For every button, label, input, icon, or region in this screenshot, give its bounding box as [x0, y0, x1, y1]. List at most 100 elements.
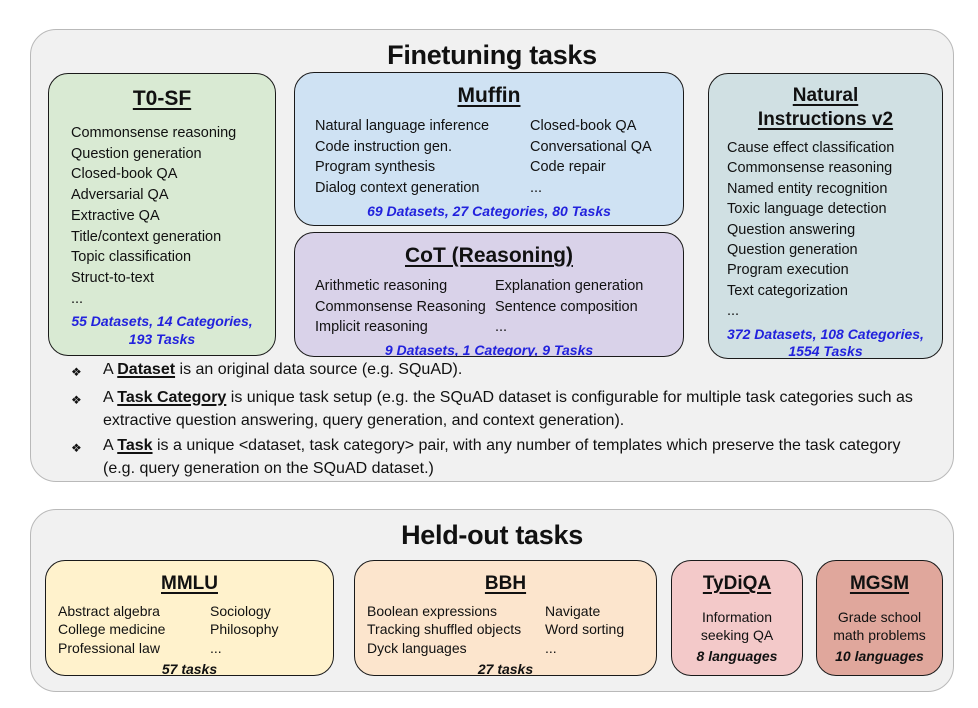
diamond-bullet-icon: ❖: [71, 365, 82, 379]
ellipsis-item: ...: [210, 639, 222, 656]
task-definition-note: ❖ A Task is a unique <dataset, task cate…: [71, 434, 927, 481]
diamond-bullet-icon: ❖: [71, 440, 82, 455]
task-category-item: Code repair: [530, 159, 606, 176]
task-category-item: Question answering: [727, 221, 856, 238]
task-item: Sociology: [210, 603, 271, 619]
task-category-item: Named entity recognition: [727, 180, 888, 197]
bbh-task-list-right: Navigate Word sorting ...: [545, 602, 644, 657]
note-text: A Task is a unique <dataset, task catego…: [103, 436, 901, 478]
note-text: A Task Category is unique task setup (e.…: [103, 388, 913, 430]
task-category-item: Cause effect classification: [727, 140, 895, 156]
task-category-item: Program synthesis: [315, 159, 436, 176]
mgsm-box: MGSM Grade school math problems 10 langu…: [816, 560, 943, 676]
task-item: Dyck languages: [367, 639, 467, 656]
ellipsis-item: ...: [727, 303, 740, 320]
t0sf-box: T0-SF Commonsense reasoning Question gen…: [48, 73, 276, 356]
niv2-task-list: Cause effect classification Commonsense …: [709, 138, 942, 322]
cot-task-list-right: Explanation generation Sentence composit…: [495, 276, 663, 338]
task-category-item: Dialog context generation: [315, 180, 480, 197]
task-category-item: Code instruction gen.: [315, 138, 453, 155]
task-category-item: Conversational QA: [530, 138, 652, 155]
mgsm-stats: 10 languages: [835, 648, 924, 664]
task-category-item: Topic classification: [71, 249, 192, 266]
muffin-task-columns: Natural language inference Code instruct…: [295, 116, 683, 199]
task-category-item: Title/context generation: [71, 228, 222, 245]
note-term: Task Category: [117, 388, 227, 406]
dataset-definition-note: ❖ A Dataset is an original data source (…: [71, 358, 927, 385]
task-category-item: Commonsense Reasoning: [315, 298, 486, 315]
task-category-item: Extractive QA: [71, 207, 160, 224]
task-category-item: Adversarial QA: [71, 187, 169, 204]
task-category-item: Natural language inference: [315, 118, 490, 134]
t0sf-stats: 55 Datasets, 14 Categories, 193 Tasks: [71, 313, 253, 347]
tydiqa-description: Information seeking QA: [700, 609, 774, 643]
ellipsis-item: ...: [495, 319, 508, 336]
cot-box: CoT (Reasoning) Arithmetic reasoning Com…: [294, 232, 684, 357]
muffin-box: Muffin Natural language inference Code i…: [294, 72, 684, 226]
definition-notes: ❖ A Dataset is an original data source (…: [31, 358, 953, 482]
task-item: Abstract algebra: [58, 603, 160, 619]
muffin-task-list-right: Closed-book QA Conversational QA Code re…: [530, 116, 663, 199]
task-item: Navigate: [545, 603, 601, 619]
mmlu-task-list-right: Sociology Philosophy ...: [210, 602, 321, 657]
task-item: Word sorting: [545, 621, 625, 638]
task-category-item: Struct-to-text: [71, 269, 154, 286]
cot-task-list-left: Arithmetic reasoning Commonsense Reasoni…: [315, 276, 495, 338]
note-text: A Dataset is an original data source (e.…: [103, 361, 463, 378]
natural-instructions-v2-box: Natural Instructions v2 Cause effect cla…: [708, 73, 943, 359]
task-category-item: Commonsense reasoning: [71, 125, 237, 141]
task-item: Tracking shuffled objects: [367, 621, 522, 638]
task-item: Professional law: [58, 639, 160, 656]
mgsm-description: Grade school math problems: [833, 609, 926, 643]
niv2-title: Natural Instructions v2: [757, 85, 894, 130]
task-category-item: Arithmetic reasoning: [315, 278, 448, 294]
task-category-item: Commonsense reasoning: [727, 160, 893, 177]
note-term: Task: [117, 436, 153, 454]
mmlu-title: MMLU: [161, 573, 218, 594]
bbh-task-columns: Boolean expressions Tracking shuffled ob…: [355, 602, 656, 657]
ellipsis-item: ...: [71, 290, 84, 307]
task-item: Boolean expressions: [367, 603, 497, 619]
tydiqa-title: TyDiQA: [702, 573, 772, 594]
mmlu-box: MMLU Abstract algebra College medicine P…: [45, 560, 334, 676]
mmlu-task-columns: Abstract algebra College medicine Profes…: [46, 602, 333, 657]
cot-title: CoT (Reasoning): [405, 244, 573, 267]
cot-stats: 9 Datasets, 1 Category, 9 Tasks: [384, 342, 594, 357]
task-category-item: Explanation generation: [495, 278, 644, 294]
task-category-definition-note: ❖ A Task Category is unique task setup (…: [71, 386, 927, 433]
task-category-item: Implicit reasoning: [315, 319, 428, 336]
t0sf-title: T0-SF: [132, 87, 192, 110]
task-category-item: Closed-book QA: [530, 118, 637, 134]
task-category-item: Question generation: [727, 242, 858, 259]
task-category-item: Closed-book QA: [71, 166, 178, 183]
note-term: Dataset: [117, 361, 176, 378]
t0sf-task-list: Commonsense reasoning Question generatio…: [49, 123, 275, 309]
diamond-bullet-icon: ❖: [71, 392, 82, 407]
bbh-title: BBH: [484, 573, 527, 594]
task-item: College medicine: [58, 621, 166, 638]
tydiqa-stats: 8 languages: [696, 648, 778, 664]
muffin-title: Muffin: [457, 84, 521, 107]
heldout-tasks-panel: Held-out tasks MMLU Abstract algebra Col…: [30, 509, 954, 692]
tydiqa-box: TyDiQA Information seeking QA 8 language…: [671, 560, 803, 676]
mmlu-stats: 57 tasks: [161, 660, 218, 676]
mmlu-task-list-left: Abstract algebra College medicine Profes…: [58, 602, 210, 657]
task-category-item: Program execution: [727, 262, 849, 279]
cot-task-columns: Arithmetic reasoning Commonsense Reasoni…: [295, 276, 683, 338]
task-item: Philosophy: [210, 621, 279, 638]
bbh-stats: 27 tasks: [477, 660, 534, 676]
task-category-item: Toxic language detection: [727, 201, 887, 218]
muffin-stats: 69 Datasets, 27 Categories, 80 Tasks: [367, 202, 611, 219]
niv2-stats: 372 Datasets, 108 Categories, 1554 Tasks: [727, 325, 924, 359]
ellipsis-item: ...: [545, 639, 557, 656]
bbh-task-list-left: Boolean expressions Tracking shuffled ob…: [367, 602, 545, 657]
muffin-task-list-left: Natural language inference Code instruct…: [315, 116, 530, 199]
task-category-item: Text categorization: [727, 282, 848, 299]
finetuning-tasks-panel: Finetuning tasks T0-SF Commonsense reaso…: [30, 29, 954, 482]
mgsm-title: MGSM: [849, 573, 910, 594]
bbh-box: BBH Boolean expressions Tracking shuffle…: [354, 560, 657, 676]
heldout-panel-title: Held-out tasks: [401, 520, 583, 550]
task-category-item: Question generation: [71, 145, 202, 162]
ellipsis-item: ...: [530, 180, 543, 197]
finetuning-panel-title: Finetuning tasks: [387, 40, 597, 70]
